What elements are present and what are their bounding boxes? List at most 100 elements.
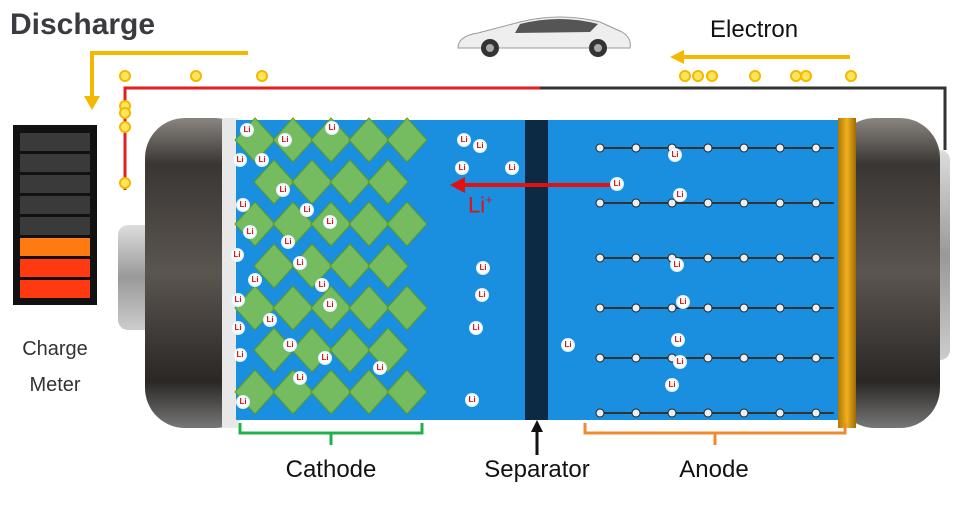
- electron-dot: [119, 177, 131, 189]
- lithium-ion: Li: [231, 321, 245, 335]
- carbon-atom: [739, 253, 749, 263]
- negative-wire: [540, 86, 947, 150]
- meter-segment-filled: [20, 280, 90, 298]
- cathode-label: Cathode: [285, 456, 377, 483]
- electron-dot: [119, 70, 131, 82]
- lithium-ion: Li: [455, 161, 469, 175]
- electron-dot: [749, 70, 761, 82]
- lithium-ion: Li: [469, 321, 483, 335]
- lithium-ion: Li: [278, 133, 292, 147]
- lithium-ion: Li: [233, 348, 247, 362]
- electron-flow-arrow-left: [84, 51, 248, 110]
- carbon-atom: [703, 408, 713, 418]
- electron-label: Electron: [710, 16, 799, 43]
- charge-meter: [13, 125, 97, 305]
- electron-dot: [790, 70, 802, 82]
- lithium-ion: Li: [231, 293, 245, 307]
- carbon-atom: [703, 143, 713, 153]
- lithium-ion: Li: [236, 198, 250, 212]
- carbon-atom: [595, 143, 605, 153]
- lithium-ion: Li: [323, 215, 337, 229]
- lithium-ion: Li: [671, 333, 685, 347]
- electron-dot: [119, 121, 131, 133]
- lithium-ion: Li: [276, 183, 290, 197]
- lithium-ion: Li: [373, 361, 387, 375]
- electron-dot: [256, 70, 268, 82]
- lithium-ion: Li: [465, 393, 479, 407]
- cathode-octahedron: [310, 117, 352, 163]
- anode-label: Anode: [679, 456, 749, 483]
- lithium-ion: Li: [457, 133, 471, 147]
- electron-dot: [692, 70, 704, 82]
- carbon-atom: [631, 143, 641, 153]
- carbon-atom: [631, 353, 641, 363]
- carbon-atom: [739, 408, 749, 418]
- cathode-octahedron: [253, 243, 295, 289]
- carbon-atom: [595, 253, 605, 263]
- lithium-ion: Li: [505, 161, 519, 175]
- lithium-ion: Li: [248, 273, 262, 287]
- meter-segment-filled: [20, 238, 90, 256]
- lithium-ion: Li: [676, 295, 690, 309]
- electron-dot: [119, 107, 131, 119]
- lithium-ion: Li: [255, 153, 269, 167]
- lithium-ion: Li: [233, 153, 247, 167]
- lithium-ion: Li: [475, 288, 489, 302]
- lithium-ion: Li: [668, 148, 682, 162]
- lithium-ion: Li: [610, 177, 624, 191]
- cathode-octahedron: [291, 159, 333, 205]
- lithium-ion: Li: [240, 123, 254, 137]
- cathode-octahedron: [348, 369, 390, 415]
- carbon-atom: [667, 408, 677, 418]
- cathode-octahedron: [386, 201, 428, 247]
- carbon-atom: [703, 198, 713, 208]
- electron-flow-arrow-right: [670, 50, 850, 64]
- carbon-atom: [811, 353, 821, 363]
- meter-segment-empty: [20, 154, 90, 172]
- li-ion-flow-label: Li+: [468, 192, 493, 218]
- carbon-atom: [811, 408, 821, 418]
- charge-meter-label-line2: Meter: [29, 374, 81, 396]
- cathode-octahedron: [272, 117, 314, 163]
- anode-graphite-layers: [595, 143, 834, 418]
- lithium-ion: Li: [300, 203, 314, 217]
- meter-segment-filled: [20, 259, 90, 277]
- lithium-ion: Li: [670, 258, 684, 272]
- cathode-octahedron: [272, 285, 314, 331]
- page-title: Discharge: [10, 8, 156, 41]
- lithium-ion: Li: [293, 371, 307, 385]
- anode-bracket: [583, 423, 847, 435]
- carbon-atom: [667, 198, 677, 208]
- carbon-atom: [703, 353, 713, 363]
- carbon-atom: [595, 353, 605, 363]
- battery-right-cap: [835, 118, 940, 428]
- cathode-octahedron: [310, 369, 352, 415]
- carbon-atom: [739, 303, 749, 313]
- charge-meter-label-line1: Charge: [22, 338, 88, 360]
- lithium-ion: Li: [476, 261, 490, 275]
- carbon-atom: [775, 198, 785, 208]
- lithium-ion: Li: [236, 395, 250, 409]
- cathode-octahedron: [386, 117, 428, 163]
- carbon-atom: [631, 408, 641, 418]
- carbon-atom: [775, 353, 785, 363]
- cathode-octahedron: [348, 117, 390, 163]
- positive-wire: [123, 86, 540, 190]
- lithium-ion: Li: [561, 338, 575, 352]
- carbon-atom: [667, 303, 677, 313]
- carbon-atom: [775, 408, 785, 418]
- li-ion-flow-arrow: [450, 177, 612, 193]
- lithium-ion: Li: [263, 313, 277, 327]
- meter-segment-empty: [20, 175, 90, 193]
- lithium-ion: Li: [473, 139, 487, 153]
- carbon-atom: [775, 143, 785, 153]
- carbon-atom: [631, 198, 641, 208]
- separator-label: Separator: [484, 456, 590, 483]
- current-collector: [838, 118, 856, 428]
- cathode-octahedron: [348, 285, 390, 331]
- cathode-octahedron: [367, 243, 409, 289]
- lithium-ion: Li: [283, 338, 297, 352]
- carbon-atom: [631, 253, 641, 263]
- car-icon: [457, 16, 631, 57]
